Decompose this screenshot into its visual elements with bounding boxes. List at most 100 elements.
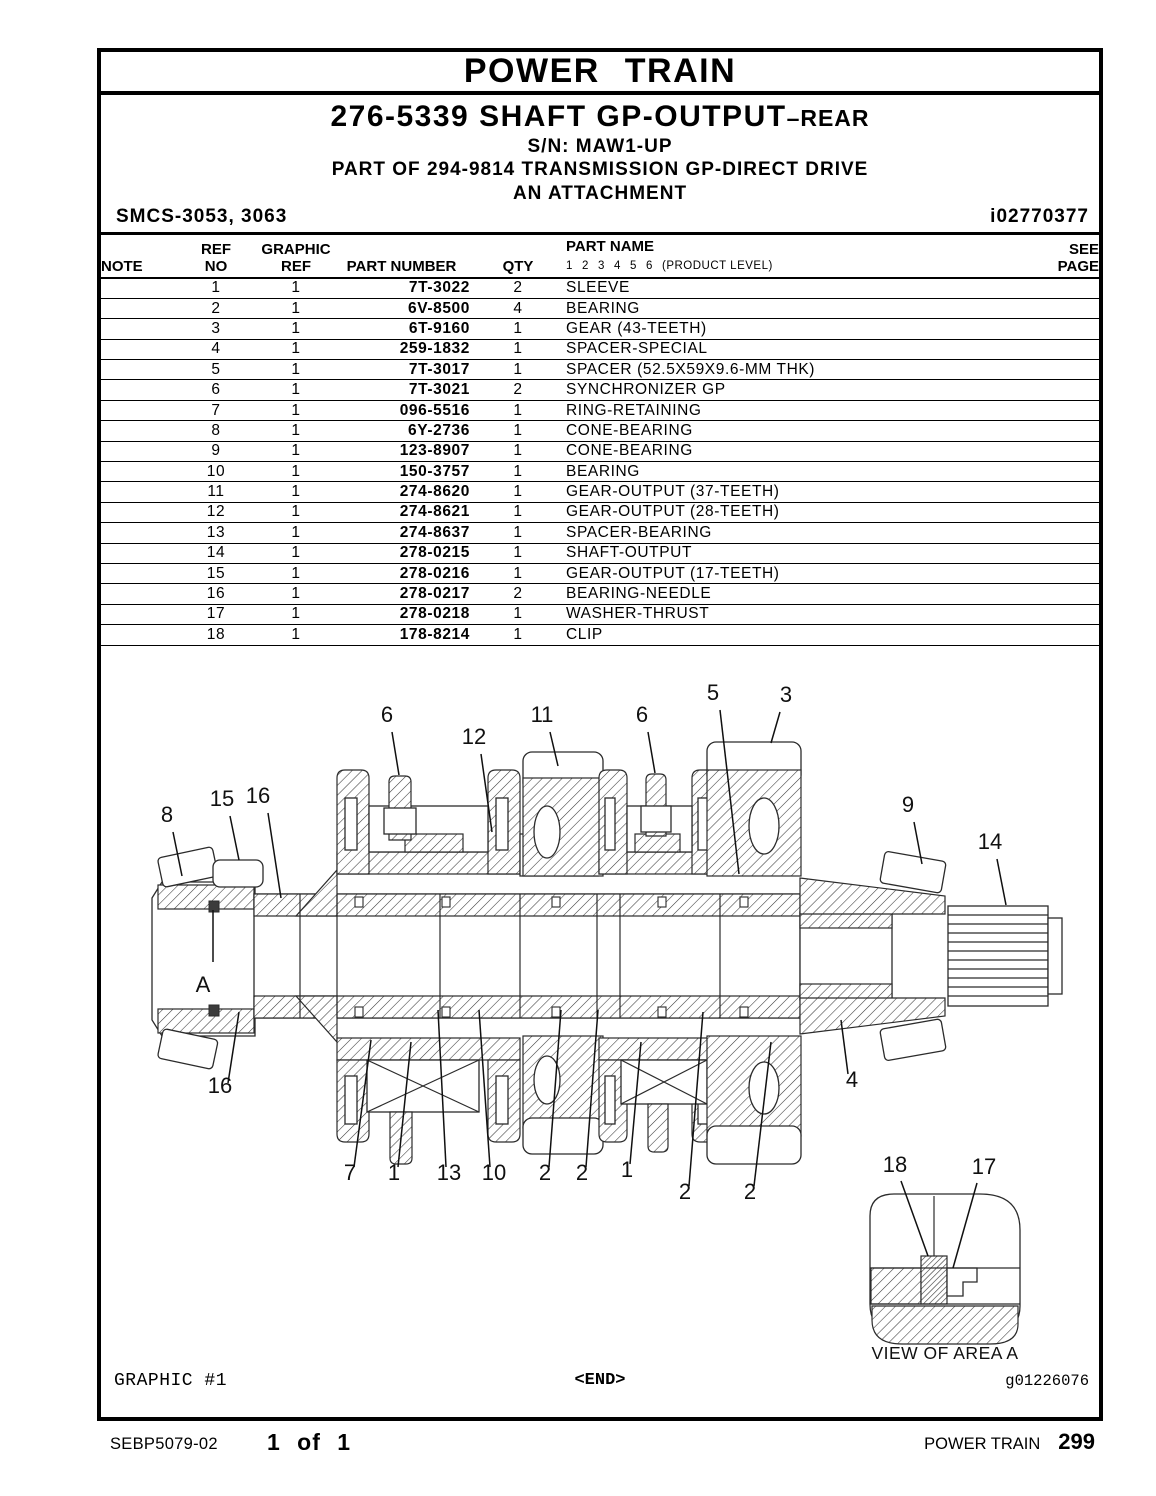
callout-label-6: 6: [381, 702, 393, 727]
cell-qty: 1: [470, 502, 566, 524]
callout-leader-6: [391, 731, 400, 776]
cell-ref_no: 14: [173, 543, 259, 564]
cell-graphic_ref: 1: [259, 481, 333, 503]
cell-qty: 1: [470, 441, 566, 463]
cell-graphic_ref: 1: [259, 420, 333, 442]
cell-graphic_ref: 1: [259, 339, 333, 361]
cell-graphic_ref: 1: [259, 583, 333, 605]
cell-qty: 4: [470, 298, 566, 320]
callout-label-16: 16: [208, 1073, 232, 1098]
callout-label-2: 2: [679, 1179, 691, 1204]
cell-see_page: [977, 379, 1099, 401]
gear-output-37t-bottom: [522, 1035, 604, 1155]
cell-note: [101, 359, 173, 381]
callout-leader-16: [227, 1011, 240, 1084]
cell-part_name: BEARING: [566, 461, 977, 483]
cell-part_number: 6V-8500: [333, 298, 470, 320]
end-marker: <END>: [574, 1371, 626, 1390]
cell-note: [101, 563, 173, 585]
footer-page-number: 299: [1058, 1429, 1095, 1454]
part-of-line: PART OF 294-9814 TRANSMISSION GP-DIRECT …: [331, 159, 869, 180]
cell-ref_no: 13: [173, 522, 259, 544]
page-footer: SEBP5079-02 1 of 1 POWER TRAIN 299: [97, 1429, 1103, 1459]
cell-part_name: GEAR-OUTPUT (28-TEETH): [566, 502, 977, 524]
cell-part_number: 278-0218: [333, 604, 470, 626]
cell-graphic_ref: 1: [259, 543, 333, 564]
doc-id: i02770377: [990, 206, 1089, 227]
callout-leader-8: [172, 831, 183, 877]
smcs-code: SMCS-3053, 3063: [116, 206, 288, 227]
attachment-line: AN ATTACHMENT: [512, 183, 688, 204]
cell-part_number: 6Y-2736: [333, 420, 470, 442]
cell-qty: 2: [470, 278, 566, 299]
cell-part_name: GEAR (43-TEETH): [566, 318, 977, 340]
col-header-part-number: PART NUMBER: [333, 233, 470, 279]
cell-note: [101, 420, 173, 442]
cell-note: [101, 441, 173, 463]
cell-graphic_ref: 1: [259, 624, 333, 646]
cell-qty: 1: [470, 461, 566, 483]
cell-ref_no: 2: [173, 298, 259, 320]
cell-note: [101, 339, 173, 361]
cell-note: [101, 379, 173, 401]
cell-part_number: 278-0215: [333, 543, 470, 564]
cell-part_name: CLIP: [566, 624, 977, 646]
callout-leader-2: [753, 1041, 772, 1187]
cell-see_page: [977, 278, 1099, 299]
cell-qty: 1: [470, 318, 566, 340]
callout-label-10: 10: [482, 1160, 506, 1185]
right-shaft-end: [799, 851, 1063, 1061]
callout-leader-10: [478, 1009, 491, 1168]
synchronizer-1-bottom: [336, 1037, 521, 1165]
cell-part_number: 150-3757: [333, 461, 470, 483]
synchronizer-2-bottom: [598, 1037, 721, 1153]
cell-part_number: 6T-9160: [333, 318, 470, 340]
cell-ref_no: 9: [173, 441, 259, 463]
cell-note: [101, 298, 173, 320]
cell-see_page: [977, 624, 1099, 646]
cell-see_page: [977, 441, 1099, 463]
callout-leader-11: [549, 731, 559, 767]
callout-label-5: 5: [707, 680, 719, 705]
shaft-clips: [354, 896, 749, 1018]
cell-graphic_ref: 1: [259, 522, 333, 544]
cell-part_number: 274-8620: [333, 481, 470, 503]
view-of-area-a-inset: VIEW OF AREA A: [869, 1193, 1021, 1363]
callout-leader-16: [267, 812, 282, 899]
footer-section-title: POWER TRAIN: [924, 1435, 1041, 1453]
callout-label-11: 11: [531, 702, 554, 727]
cell-ref_no: 8: [173, 420, 259, 442]
cell-note: [101, 318, 173, 340]
cell-qty: 1: [470, 400, 566, 422]
cell-qty: 1: [470, 359, 566, 381]
section-title-box: POWER TRAIN: [97, 48, 1103, 95]
output-shaft: [253, 868, 865, 1044]
cell-ref_no: 3: [173, 318, 259, 340]
assembly-diagram: VIEW OF AREA A 8151661211653914A16711310…: [151, 680, 1063, 1363]
cone-bearing-bottom-left: [157, 1028, 219, 1070]
callout-leader-2: [688, 1011, 704, 1187]
cell-see_page: [977, 502, 1099, 524]
cell-qty: 2: [470, 583, 566, 605]
col-header-note: NOTE: [101, 233, 173, 279]
cell-part_number: 7T-3022: [333, 278, 470, 299]
cell-part_number: 123-8907: [333, 441, 470, 463]
callout-label-4: 4: [846, 1067, 858, 1092]
cell-ref_no: 11: [173, 481, 259, 503]
cell-see_page: [977, 461, 1099, 483]
cell-note: [101, 502, 173, 524]
